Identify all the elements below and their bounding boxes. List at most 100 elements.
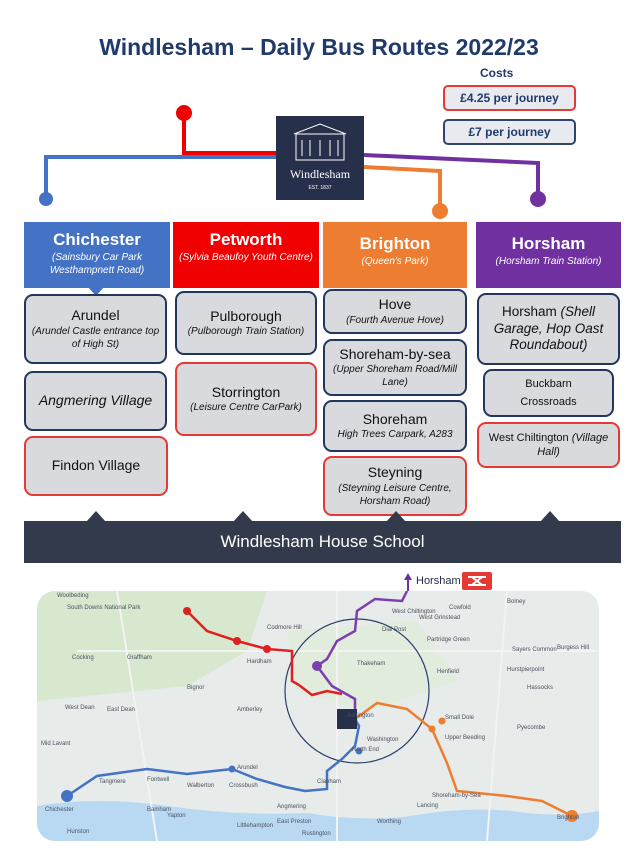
stop-name: Pulborough (210, 307, 282, 324)
map-place-label: Graffham (127, 655, 152, 661)
stop-findon-village: Findon Village (24, 436, 168, 496)
map-place-label: Rustington (302, 831, 331, 837)
stop-west-chiltington: West Chiltington (Village Hall) (477, 422, 620, 468)
route-name: Horsham (511, 234, 586, 253)
stop-name: Arundel (71, 307, 120, 324)
chichester-route-line (66, 718, 361, 798)
stop-storrington: Storrington (Leisure Centre CarPark) (175, 362, 317, 436)
map-place-label: Bamham (147, 807, 171, 813)
stop-steyning: Steyning (Steyning Leisure Centre, Horsh… (323, 456, 467, 516)
route-connectors (39, 105, 546, 219)
map-place-label: Brighton (557, 815, 579, 821)
horsham-connector-dot (530, 191, 546, 207)
map-place-label: West Dean (65, 705, 95, 711)
map-place-label: Lancing (417, 803, 438, 809)
map-place-label: Hunston (67, 829, 89, 835)
map-place-label: West Grinstead (419, 615, 460, 621)
map-place-label: Littlehampton (237, 823, 273, 829)
map-place-label: Hurstpierpoint (507, 667, 545, 673)
school-banner: Windlesham House School (24, 521, 621, 563)
map-place-label: Codmore Hill (267, 625, 302, 631)
map-place-label: East Preston (277, 819, 311, 825)
stop-name: Buckbarn (525, 377, 572, 390)
school-map-icon (337, 709, 357, 729)
map-place-label: Clapham (317, 779, 341, 785)
stop-angmering-village: Angmering Village (24, 371, 167, 431)
map-place-label: North End (352, 747, 379, 753)
school-logo: Windlesham EST. 1837 (276, 116, 364, 200)
map-place-label: Mid Lavant (41, 741, 71, 747)
route-header-horsham: Horsham (Horsham Train Station) (476, 222, 621, 288)
map-place-label: Bignor (187, 685, 204, 691)
map-place-label: Walberton (187, 783, 214, 789)
stop-name: Findon Village (51, 457, 141, 474)
petworth-connector (182, 113, 276, 155)
chichester-connector (44, 155, 276, 199)
stop-name: Angmering Village (38, 392, 153, 409)
stop-shoreham: Shoreham High Trees Carpark, A283 (323, 400, 467, 452)
map-place-label: Shoreham-by-Sea (432, 793, 481, 799)
stop-arundel: Arundel (Arundel Castle entrance top of … (24, 294, 167, 364)
route-header-brighton: Brighton (Queen's Park) (323, 222, 467, 288)
stop-shoreham-by-sea: Shoreham-by-sea (Upper Shoreham Road/Mil… (323, 339, 467, 396)
stop-sub: (Arundel Castle entrance top of High St) (31, 325, 160, 350)
banner-notches (86, 511, 560, 522)
map-place-label: Henfield (437, 669, 459, 675)
cost-red-badge: £4.25 per journey (443, 85, 576, 111)
page-title: Windlesham – Daily Bus Routes 2022/23 (99, 34, 539, 60)
route-sub: (Horsham Train Station) (495, 256, 602, 267)
stop-sub: (Pulborough Train Station) (187, 326, 305, 338)
stop-name: Shoreham-by-sea (339, 345, 451, 362)
petworth-connector-dot (176, 105, 192, 121)
chichester-connector-dot (39, 192, 53, 206)
brighton-connector (363, 165, 442, 211)
map-place-label: Tangmere (99, 779, 126, 785)
map-place-label: Washington (367, 737, 398, 743)
chichester-pointer-icon (88, 287, 104, 296)
horsham-connector (363, 153, 540, 199)
map-place-label: West Chiltington (392, 609, 436, 615)
stop-sub: (Steyning Leisure Centre, Horsham Road) (338, 482, 452, 507)
stop-sub: (Leisure Centre CarPark) (190, 402, 302, 414)
map-place-label: East Dean (107, 707, 135, 713)
route-header-petworth: Petworth (Sylvia Beaufoy Youth Centre) (173, 222, 319, 288)
map-place-label: Crossbush (229, 783, 258, 789)
stop-buckbarn: Buckbarn Crossroads (483, 369, 614, 417)
route-sub: (Queen's Park) (361, 256, 429, 267)
map-place-label: Woolbeding (57, 593, 89, 599)
cost-navy-badge: £7 per journey (443, 119, 576, 145)
map-place-label: Sayers Common (512, 647, 557, 653)
route-name: Petworth (209, 230, 283, 249)
map-place-label: Hardham (247, 659, 272, 665)
stop-name: West Chiltington (Village Hall) (488, 431, 609, 458)
school-building-icon: Windlesham EST. 1837 (290, 123, 351, 191)
stop-name: Hove (378, 296, 412, 313)
stop-horsham-shell-garage: Horsham (Shell Garage, Hop Oast Roundabo… (477, 293, 620, 365)
horsham-route-line (316, 591, 409, 668)
horsham-label: Horsham (416, 575, 461, 587)
map-place-label: Cocking (72, 655, 94, 661)
map-place-label: Yapton (167, 813, 186, 819)
stop-sub: High Trees Carpark, A283 (337, 429, 453, 441)
map-place-label: Worthing (377, 819, 401, 825)
map-place-label: South Downs National Park (67, 605, 141, 611)
route-name: Brighton (359, 234, 431, 253)
brighton-route-line (354, 701, 573, 818)
stop-pulborough: Pulborough (Pulborough Train Station) (175, 291, 317, 355)
stop-sub: (Fourth Avenue Hove) (346, 314, 444, 326)
map-place-label: Chichester (45, 807, 74, 813)
map-place-label: Cowfold (449, 605, 471, 611)
brighton-connector-dot (432, 203, 448, 219)
map-place-label: Dial Post (382, 627, 406, 633)
stop-name: Steyning (367, 464, 423, 481)
route-sub: (Sainsbury Car Park Westhampnett Road) (49, 252, 145, 276)
route-header-chichester: Chichester (Sainsbury Car Park Westhampn… (24, 222, 170, 288)
map-place-label: Fontwell (147, 777, 169, 783)
route-name: Chichester (53, 230, 141, 249)
map-place-label: Pyecombe (517, 725, 546, 731)
stop-name: Horsham (Shell Garage, Hop Oast Roundabo… (493, 303, 604, 353)
stop-sub: (Upper Shoreham Road/Mill Lane) (333, 364, 457, 389)
